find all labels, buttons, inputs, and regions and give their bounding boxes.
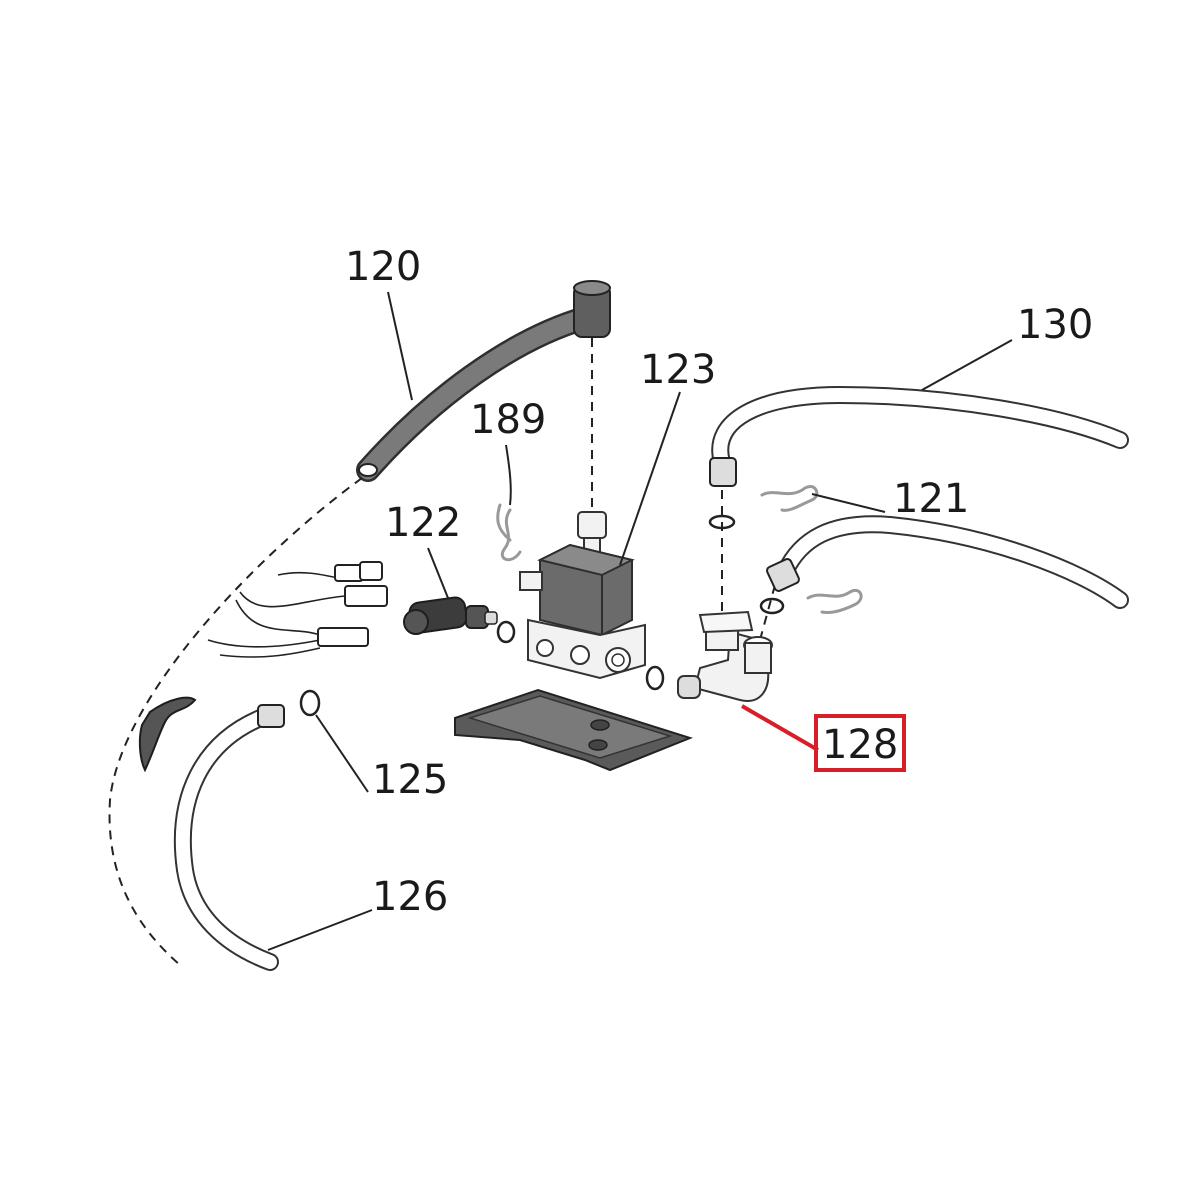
label-130: 130 xyxy=(1017,302,1093,348)
label-125: 125 xyxy=(372,757,448,803)
leader-189 xyxy=(505,444,512,506)
part-125-o-ring xyxy=(299,689,321,717)
part-126-hose xyxy=(173,704,285,971)
assembly-line-120-to-126 xyxy=(108,477,363,966)
o-ring-122 xyxy=(496,620,516,644)
label-128: 128 xyxy=(822,722,898,768)
part-122-valve xyxy=(403,596,498,635)
label-120: 120 xyxy=(345,244,421,290)
label-123: 123 xyxy=(640,347,716,393)
clip-121-b xyxy=(806,589,863,614)
part-120-dark-tube xyxy=(356,280,611,482)
part-189-spring-clip xyxy=(496,503,522,562)
leader-128-highlight xyxy=(740,704,820,752)
leader-130 xyxy=(921,339,1013,391)
leader-123 xyxy=(619,391,681,566)
retaining-clip xyxy=(138,696,197,773)
part-123-solenoid-valve xyxy=(519,511,646,680)
leader-121 xyxy=(811,493,886,513)
leader-126 xyxy=(267,909,373,951)
wiring-harness xyxy=(207,561,388,658)
clip-121-a xyxy=(760,485,819,512)
label-189: 189 xyxy=(470,397,546,443)
mounting-bracket xyxy=(454,688,693,772)
leader-125 xyxy=(315,714,369,793)
label-121: 121 xyxy=(893,476,969,522)
part-130-hose xyxy=(708,385,1129,530)
part-121-hose xyxy=(759,515,1129,615)
label-122: 122 xyxy=(385,500,461,546)
label-126: 126 xyxy=(372,874,448,920)
o-ring-123 xyxy=(645,665,665,691)
highlight-box-128 xyxy=(814,714,906,772)
leader-120 xyxy=(387,291,413,401)
part-128-elbow-fitting xyxy=(677,610,773,702)
leader-122 xyxy=(427,547,449,599)
